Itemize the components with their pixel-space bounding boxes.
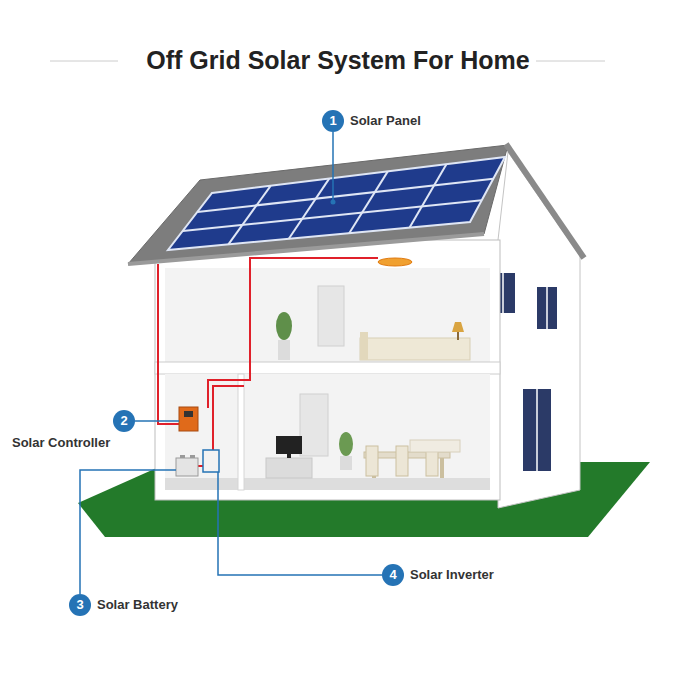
part-label: Solar Controller xyxy=(10,432,112,454)
plant xyxy=(276,312,292,340)
solar-panel-array xyxy=(168,157,505,250)
part-label: Solar Battery xyxy=(95,594,180,616)
part-label: Solar Inverter xyxy=(408,564,496,586)
title-rule xyxy=(50,61,118,62)
callout-number: 2 xyxy=(113,410,135,432)
upper-room xyxy=(165,268,490,362)
counter xyxy=(410,440,460,452)
chair xyxy=(366,446,378,476)
house-front xyxy=(155,240,500,500)
plant-pot xyxy=(278,340,290,360)
callout-number: 3 xyxy=(69,594,91,616)
window xyxy=(536,286,558,330)
battery xyxy=(176,458,198,476)
ceiling-light xyxy=(378,258,412,266)
leader-line xyxy=(80,132,382,594)
chair xyxy=(396,446,408,476)
callout-badge: 2Solar Controller xyxy=(113,410,135,432)
roof-edge xyxy=(506,144,584,258)
diagram-title: Off Grid Solar System For Home xyxy=(0,44,676,76)
part-label: Solar Panel xyxy=(348,110,423,132)
bed xyxy=(360,338,470,360)
side-wall xyxy=(498,152,580,508)
door xyxy=(300,394,328,456)
power-wire xyxy=(158,258,378,466)
lower-room xyxy=(165,374,490,490)
inverter xyxy=(203,450,219,472)
callout-badge: 4Solar Inverter xyxy=(382,564,404,586)
partition xyxy=(238,374,244,490)
callout-badge: 3Solar Battery xyxy=(69,594,91,616)
plant xyxy=(339,432,353,456)
roof xyxy=(128,145,508,264)
charge-controller xyxy=(179,407,198,431)
callout-number: 4 xyxy=(382,564,404,586)
door xyxy=(522,388,552,472)
door xyxy=(318,286,344,346)
callout-number: 1 xyxy=(322,110,344,132)
floor-slab xyxy=(155,362,500,374)
plant-pot xyxy=(340,456,352,470)
tv-stand xyxy=(266,458,312,478)
lamp xyxy=(457,332,459,340)
floor xyxy=(165,478,490,490)
leader-dot xyxy=(331,200,336,205)
title-rule xyxy=(536,61,605,62)
callout-badge: 1Solar Panel xyxy=(322,110,344,132)
tv xyxy=(276,436,302,454)
